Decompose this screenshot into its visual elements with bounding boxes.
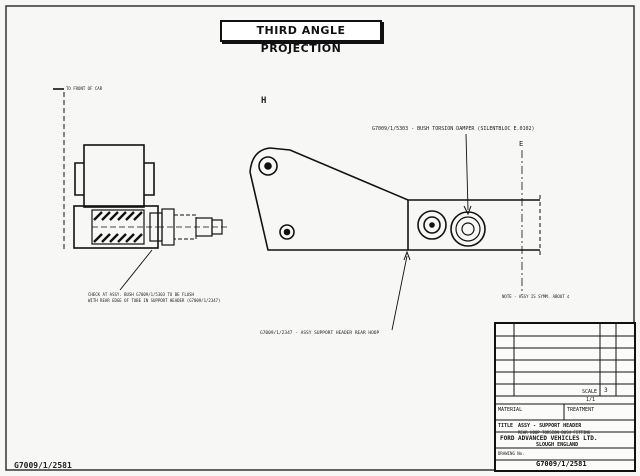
centerline-mark: E xyxy=(519,140,524,148)
bush-callout: G7009/1/5303 - BUSH TORSION DAMPER (SILE… xyxy=(372,126,535,132)
drawing-title-line1: ASSY - SUPPORT HEADER xyxy=(518,423,582,429)
material-label: MATERIAL xyxy=(498,407,523,413)
title-block-grid xyxy=(496,324,634,461)
projection-title: THIRD ANGLE PROJECTION xyxy=(220,20,382,55)
support-header-callout: G7009/1/2347 - ASSY SUPPORT HEADER REAR … xyxy=(260,331,380,336)
symmetry-note: NOTE - ASSY IS SYMM. ABOUT ¢ xyxy=(502,294,570,299)
company-name: FORD ADVANCED VEHICLES LTD. xyxy=(500,435,598,442)
treatment-label: TREATMENT xyxy=(567,407,595,413)
check-note-line2: WITH REAR EDGE OF TUBE IN SUPPORT HEADER… xyxy=(88,298,221,303)
issue-value: 3 xyxy=(604,387,608,394)
view-mark: H xyxy=(261,96,267,106)
front-view-support-header xyxy=(249,133,541,331)
front-of-car-label: TO FRONT OF CAR xyxy=(66,86,103,91)
scale-label: SCALE xyxy=(582,389,598,395)
drawing-title-line2: REAR HOOP TORSION BUSH FITTING xyxy=(518,430,591,435)
drawing-number: G7009/1/2581 xyxy=(536,460,587,468)
corner-drawing-number: G7009/1/2581 xyxy=(14,461,72,470)
scale-value: 1/1 xyxy=(586,397,596,403)
drawing-no-label: DRAWING No. xyxy=(498,451,525,456)
side-view-bush-assembly xyxy=(53,88,228,291)
check-note-line1: CHECK AT ASSY. BUSH G7009/1/5303 TO BE F… xyxy=(88,292,194,297)
company-location: SLOUGH ENGLAND xyxy=(536,442,579,448)
title-block: SCALE 3 1/1 MATERIAL TREATMENT TITLE ASS… xyxy=(494,322,636,472)
title-label: TITLE xyxy=(498,423,514,429)
